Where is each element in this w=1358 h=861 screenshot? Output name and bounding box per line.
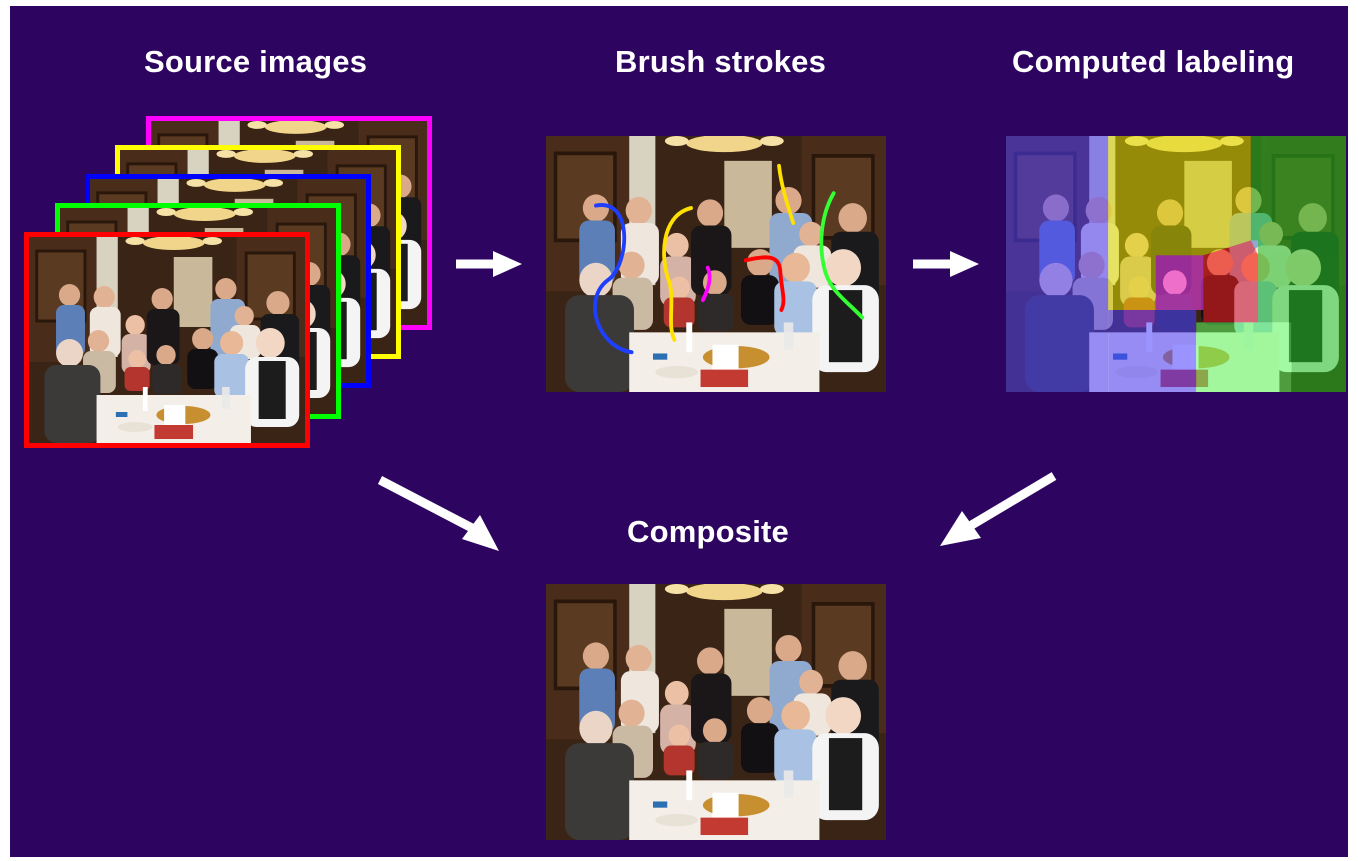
brush-stroke-yellow-left [662,206,693,342]
flow-arrows [377,251,1057,551]
label-region-magenta [1155,255,1204,310]
label-region-blue [1006,136,1109,392]
brush-stroke-yellow-right [777,163,796,225]
brush-strokes-image [546,136,886,392]
arrow-labeling-to-composite [940,472,1057,546]
computed-labeling-image [1006,136,1346,392]
source-image-red [24,232,310,448]
brush-stroke-green [819,191,865,320]
label-region-green [1250,136,1346,392]
arrow-source-to-brush [456,251,522,277]
source-images-title: Source images [144,44,368,79]
brush-stroke-magenta [701,265,712,303]
label-region-red [1203,240,1259,323]
brush-stroke-blue [593,203,634,355]
label-region-yellow [1108,136,1251,310]
label-region-light-green [1196,322,1292,392]
label-region-blue-lower [1108,309,1197,392]
arrow-brush-to-labeling [913,251,979,277]
brush-strokes-title: Brush strokes [615,44,827,79]
brush-strokes [593,163,865,355]
slide-canvas: Source images Brush strokes Computed lab… [10,6,1348,857]
composite-title: Composite [627,514,789,549]
brush-stroke-red [743,255,786,312]
computed-labeling-title: Computed labeling [1012,44,1295,79]
label-overlays [1006,136,1346,392]
arrow-source-to-composite [377,476,499,551]
